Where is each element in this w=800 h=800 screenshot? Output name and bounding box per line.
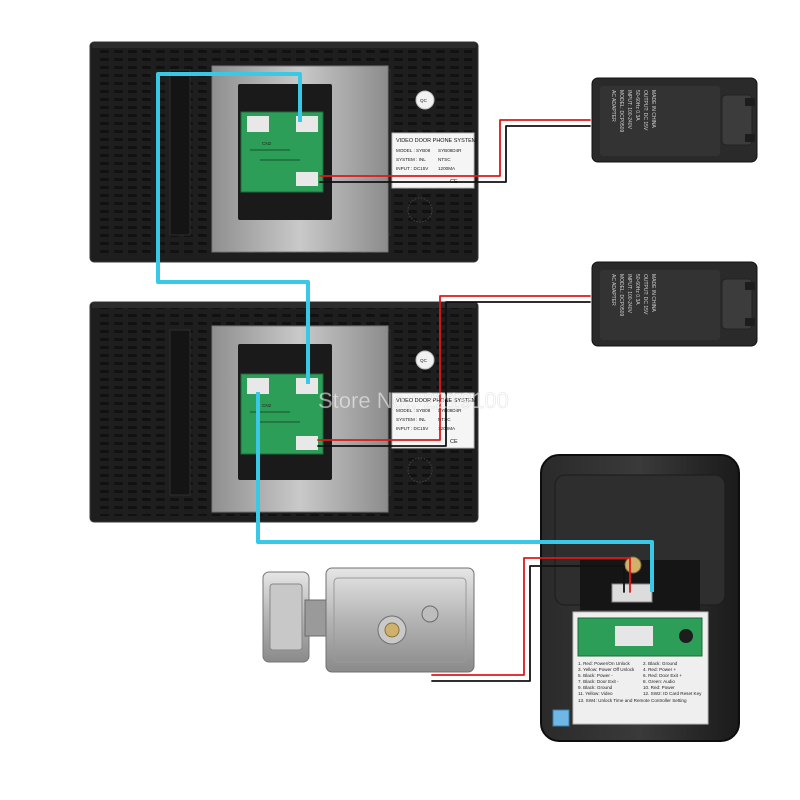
adapter-origin: MADE IN CHINA	[650, 90, 656, 128]
ce-mark: CE	[450, 439, 458, 445]
wire-legend-line: 13. SW4: Unlock Time and Remote Controll…	[578, 698, 687, 703]
wire-legend-line: 2. Black: Ground	[643, 661, 678, 666]
adapter-input: INPUT: 100-240V	[626, 274, 632, 314]
wire-legend-line: 8. Green: Audio	[643, 679, 675, 684]
wire-legend-line: 12. SW2: ID Card Reset Key	[643, 691, 702, 696]
spec-input: INPUT : DC15V	[396, 166, 429, 171]
qc-seal: QC	[420, 98, 428, 103]
indoor-monitor-2: CN2 VIDEO DOOR PHONE SYSTEM MODEL : SYB0…	[89, 301, 479, 523]
wire-legend: 1. Red: Power/On Unlock 2. Black: Ground…	[578, 661, 702, 703]
wire-legend-line: 5. Black: Power -	[578, 673, 613, 678]
wiring	[317, 119, 631, 682]
spec-system-option: NTSC	[438, 417, 451, 422]
power-wire-red	[319, 119, 591, 177]
power-wire-red	[317, 295, 591, 441]
spec-system: SYSTEM : INL	[396, 417, 426, 422]
ac-adapter-2: AC ADAPTER MODEL: DCP0509 INPUT: 100-240…	[591, 261, 758, 347]
adapter-title: AC ADAPTER	[610, 90, 616, 122]
adapter-frequency: 50-60Hz 0.3A	[634, 274, 640, 305]
qc-seal: QC	[420, 358, 428, 363]
spec-input: INPUT : DC15V	[396, 426, 429, 431]
adapter-input: INPUT: 100-240V	[626, 90, 632, 130]
spec-system-option: NTSC	[438, 157, 451, 162]
spec-system: SYSTEM : INL	[396, 157, 426, 162]
wire-legend-line: 9. Black: Ground	[578, 685, 613, 690]
spec-title: VIDEO DOOR PHONE SYSTEM	[396, 398, 477, 404]
wire-legend-line: 7. Black: Door Exit -	[578, 679, 619, 684]
lock-wire-red	[431, 557, 631, 676]
spec-current: 1200MA	[438, 166, 456, 171]
wire-legend-line: 4. Red: Power +	[643, 667, 676, 672]
outdoor-camera-unit: 1. Red: Power/On Unlock 2. Black: Ground…	[540, 454, 740, 742]
signal-cables	[156, 72, 654, 592]
adapter-model: MODEL: DCP0509	[618, 90, 624, 132]
spec-model-option: SYB08D4R	[438, 148, 462, 153]
wire-legend-line: 3. Yellow: Power Off Unlock	[578, 667, 635, 672]
power-wire-black	[317, 301, 591, 447]
spec-current: 1200MA	[438, 426, 456, 431]
ac-adapter-1: AC ADAPTER MODEL: DCP0509 INPUT: 100-240…	[591, 77, 758, 163]
spec-title: VIDEO DOOR PHONE SYSTEM	[396, 138, 477, 144]
wire-legend-line: 11. Yellow: Video	[578, 691, 613, 696]
adapter-origin: MADE IN CHINA	[650, 274, 656, 312]
wire-legend-line: 6. Red: Door Exit +	[643, 673, 682, 678]
spec-model: MODEL : SYB08	[396, 408, 431, 413]
adapter-frequency: 50-60Hz 0.3A	[634, 90, 640, 121]
adapter-output: OUTPUT: DC 15V	[642, 90, 648, 131]
connector-label: CN2	[262, 403, 272, 408]
store-watermark: Store No.: 2219100	[318, 388, 509, 413]
wire-legend-line: 10. Red: Power	[643, 685, 675, 690]
adapter-output: OUTPUT: DC 15V	[642, 274, 648, 315]
adapter-model: MODEL: DCP0509	[618, 274, 624, 316]
adapter-title: AC ADAPTER	[610, 274, 616, 306]
power-wire-black	[319, 125, 591, 183]
wire-legend-line: 1. Red: Power/On Unlock	[578, 661, 631, 666]
signal-cable-monitor1	[156, 72, 310, 384]
electric-lock	[262, 567, 475, 673]
lock-wire-black	[431, 565, 625, 682]
spec-model-option: SYB08D4R	[438, 408, 462, 413]
connector-label: CN2	[262, 141, 272, 146]
signal-cable-camera	[256, 392, 654, 592]
spec-model: MODEL : SYB08	[396, 148, 431, 153]
